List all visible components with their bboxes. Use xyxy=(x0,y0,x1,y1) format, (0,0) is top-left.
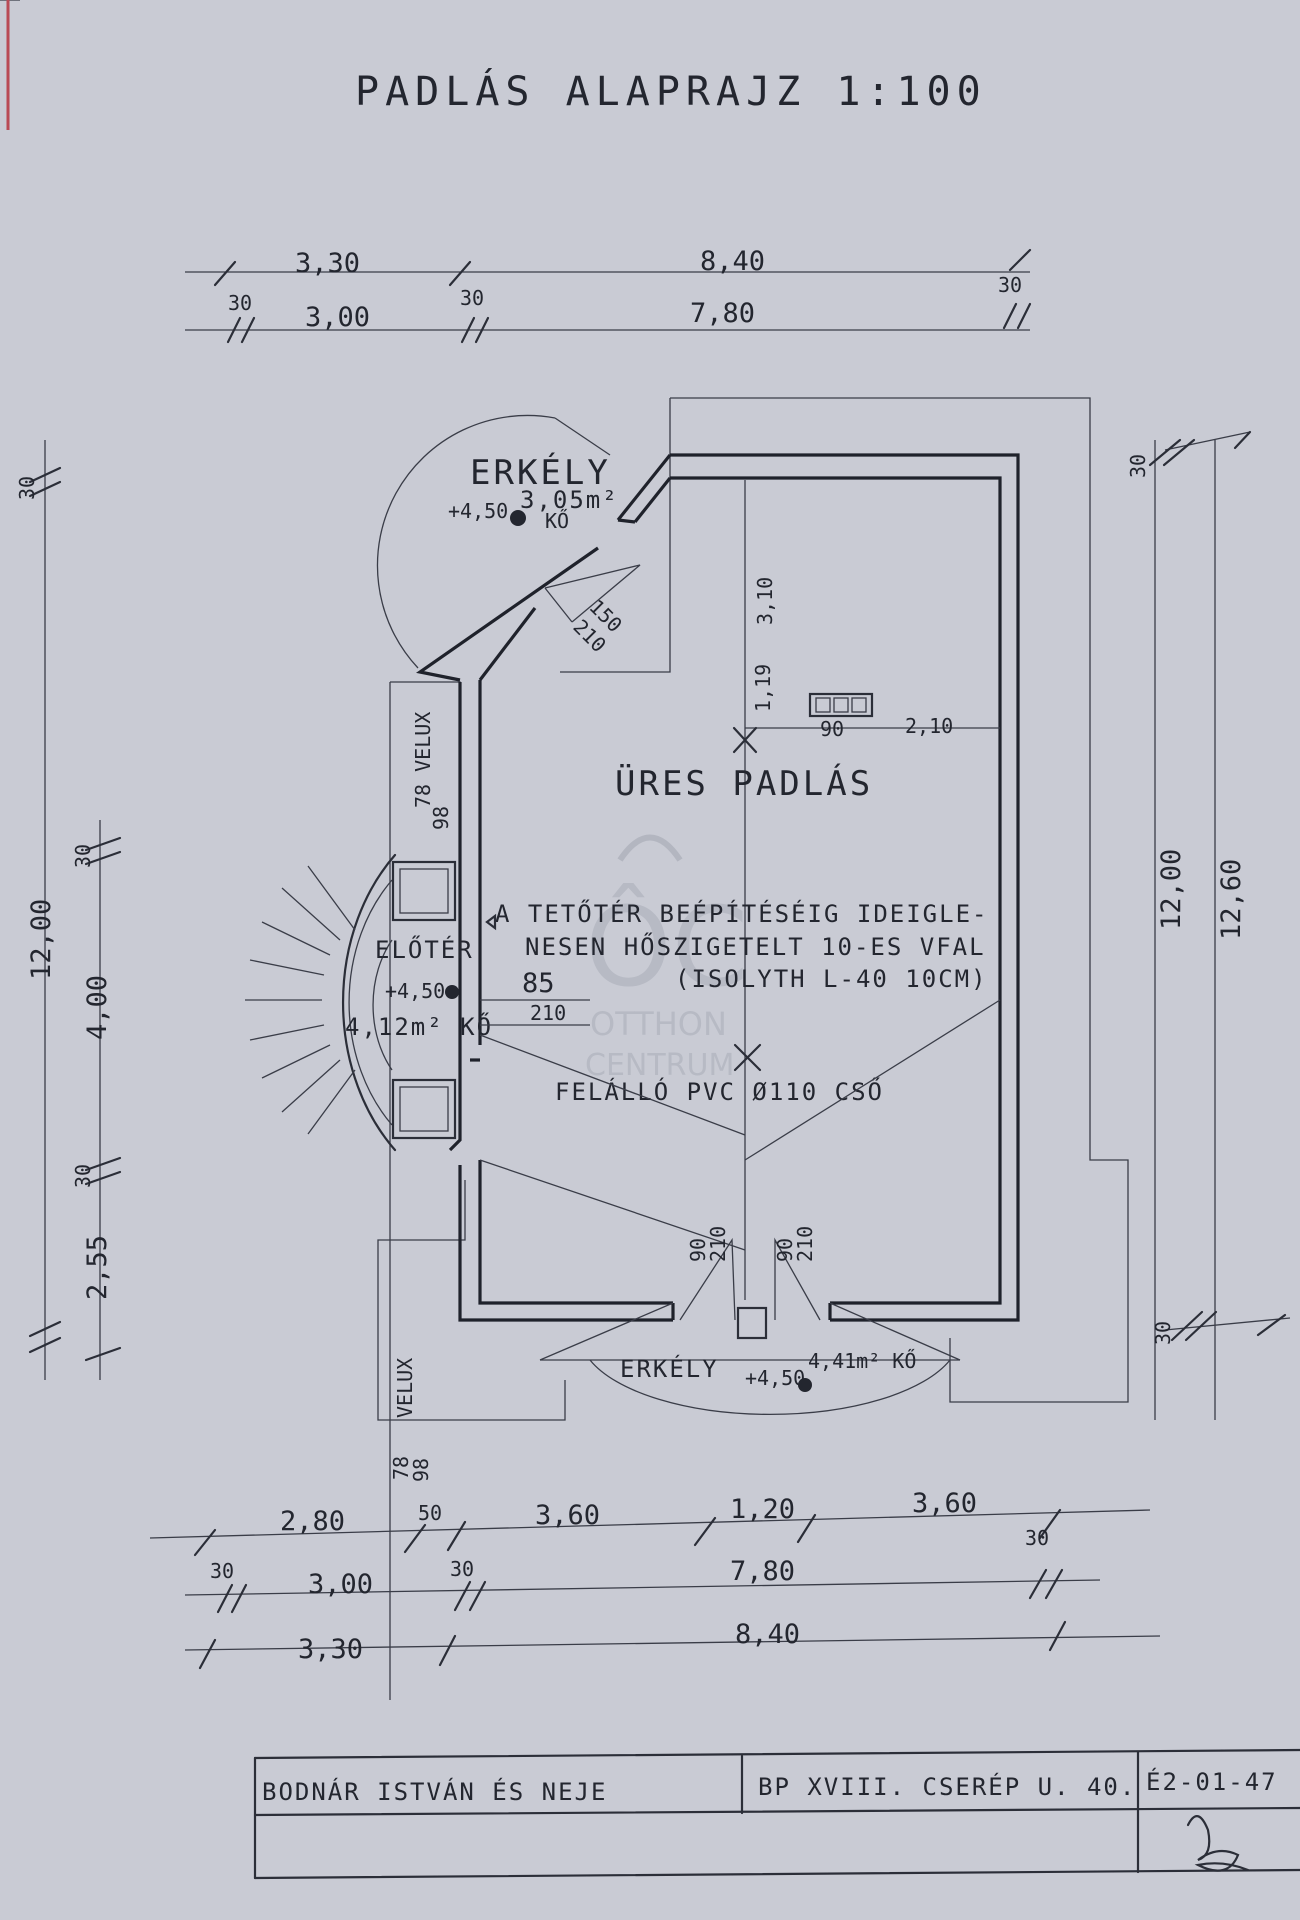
dim-left-h1: 12,00 xyxy=(26,899,57,980)
dim-right-h1: 12,00 xyxy=(1156,849,1187,930)
dim-bot-row2-b: 7,80 xyxy=(730,1556,795,1587)
dim-bot-row3-b: 8,40 xyxy=(735,1619,800,1650)
door-bottom-post xyxy=(736,1306,768,1340)
top-dimensions: 3,30 8,40 3,00 7,80 30 30 30 xyxy=(185,246,1032,344)
velux-upper-label: 78 VELUX xyxy=(411,712,435,808)
balcony-top-label: ERKÉLY xyxy=(470,452,611,493)
drawing-title: PADLÁS ALAPRAJZ 1:100 xyxy=(355,67,987,115)
dim-right-t2: 30 xyxy=(1151,1321,1175,1345)
door-b2-90: 90 xyxy=(773,1238,797,1262)
vent-grille-icon xyxy=(808,692,874,718)
watermark-line2: CENTRUM xyxy=(585,1048,734,1083)
dim-left-t2: 30 xyxy=(71,844,95,868)
dim-top-t3: 30 xyxy=(998,273,1022,297)
balcony-bottom-label: ERKÉLY xyxy=(620,1354,719,1383)
dim-bot-row1-c: 3,60 xyxy=(535,1500,600,1531)
bottom-dimensions: 78 98 2,80 50 3,60 1,20 3,60 30 3,00 30 … xyxy=(149,1456,1161,1670)
dim-top-row1-a: 3,30 xyxy=(295,248,360,279)
dim-top-t2: 30 xyxy=(460,286,484,310)
left-dimensions: 30 30 30 12,00 4,00 2,55 xyxy=(15,440,122,1380)
walls xyxy=(416,453,1020,1322)
dim-bot-row1-e: 3,60 xyxy=(912,1488,977,1519)
level-marker-icon xyxy=(510,510,526,526)
hall-level-marker-icon xyxy=(445,985,459,999)
dim-inner-119: 1,19 xyxy=(751,664,775,712)
right-dimensions: 30 30 12,00 12,60 xyxy=(1126,430,1291,1420)
title-block-owner: BODNÁR ISTVÁN ÉS NEJE xyxy=(262,1777,607,1806)
note-line2: NESEN HŐSZIGETELT 10-ES VFAL xyxy=(525,931,986,961)
note-line3: (ISOLYTH L-40 10CM) xyxy=(675,965,988,993)
dim-top-row2-a: 3,00 xyxy=(305,302,370,333)
dim-right-t1: 30 xyxy=(1126,454,1150,478)
balcony-top-area: 3,05m² xyxy=(520,486,619,514)
door-hall-210: 210 xyxy=(530,1001,566,1025)
hall-level: +4,50 xyxy=(385,979,445,1003)
velux-bottom-98: 98 xyxy=(409,1458,433,1482)
velux-lower-label: VELUX xyxy=(393,1358,417,1418)
dim-top-t1: 30 xyxy=(228,291,252,315)
dim-bot-row1-a: 2,80 xyxy=(280,1506,345,1537)
door-b1-210: 210 xyxy=(706,1226,730,1262)
note-line1: A TETŐTÉR BEÉPÍTÉSÉIG IDEIGLE- xyxy=(495,898,988,928)
stair-hall: ELŐTÉR +4,50 4,12m² KŐ 78 VELUX 98 85 21… xyxy=(245,712,590,1418)
balcony-bottom-level: +4,50 xyxy=(745,1366,805,1390)
balcony-bottom-area: 4,41m² KŐ xyxy=(808,1349,916,1373)
dim-inner-210: 2,10 xyxy=(905,714,953,738)
balcony-top-level: +4,50 xyxy=(448,499,508,523)
balcony-bottom-marker-icon xyxy=(798,1378,812,1392)
watermark-logo: ÔC xyxy=(585,882,748,1011)
title-block-code: É2-01-47 xyxy=(1146,1767,1278,1796)
title-block: BODNÁR ISTVÁN ÉS NEJE BP XVIII. CSERÉP U… xyxy=(253,1748,1300,1880)
dim-bot-row3-a: 3,30 xyxy=(298,1634,363,1665)
dim-left-h3: 2,55 xyxy=(82,1235,113,1300)
dim-inner-90: 90 xyxy=(820,717,844,741)
title-block-address: BP XVIII. CSERÉP U. 40. xyxy=(758,1772,1136,1801)
hall-label: ELŐTÉR xyxy=(375,934,474,964)
main-room: ÜRES PADLÁS 3,10 1,19 90 2,10 A TETŐTÉR … xyxy=(479,480,1001,1300)
dim-bot-row1-d: 1,20 xyxy=(730,1494,795,1525)
signature-icon xyxy=(1186,1815,1250,1872)
dim-bot-row1-b: 50 xyxy=(418,1501,442,1525)
watermark-line1: OTTHON xyxy=(590,1005,727,1043)
dim-right-h2: 12,60 xyxy=(1216,859,1247,940)
dim-top-row2-b: 7,80 xyxy=(690,298,755,329)
dim-bot-row2-t1: 30 xyxy=(210,1559,234,1583)
door-b2-210: 210 xyxy=(793,1226,817,1262)
door-hall-85: 85 xyxy=(522,968,555,999)
dim-bot-row2-t2: 30 xyxy=(450,1557,474,1581)
balcony-top: ERKÉLY 3,05m² KŐ +4,50 150 210 xyxy=(376,414,641,669)
dim-left-t3: 30 xyxy=(71,1164,95,1188)
main-room-label: ÜRES PADLÁS xyxy=(615,763,873,804)
note-riser: FELÁLLÓ PVC Ø110 CSŐ xyxy=(555,1076,884,1106)
dim-inner-310: 3,10 xyxy=(753,577,777,625)
watermark: ÔC OTTHON CENTRUM xyxy=(585,834,748,1083)
dim-bot-row2-a: 3,00 xyxy=(308,1569,373,1600)
balcony-bottom: 90 210 90 210 ERKÉLY 4,41m² KŐ +4,50 xyxy=(539,1226,961,1416)
dim-left-t1: 30 xyxy=(15,476,39,500)
dim-bot-row2-t3: 30 xyxy=(1025,1526,1049,1550)
dim-left-h2: 4,00 xyxy=(82,975,113,1040)
hall-area: 4,12m² KŐ xyxy=(345,1011,493,1041)
dim-top-row1-b: 8,40 xyxy=(700,246,765,277)
door-b1-90: 90 xyxy=(686,1238,710,1262)
velux-bottom-78: 78 xyxy=(389,1456,413,1480)
velux-upper-98: 98 xyxy=(429,806,453,830)
balcony-top-floor: KŐ xyxy=(545,509,569,533)
